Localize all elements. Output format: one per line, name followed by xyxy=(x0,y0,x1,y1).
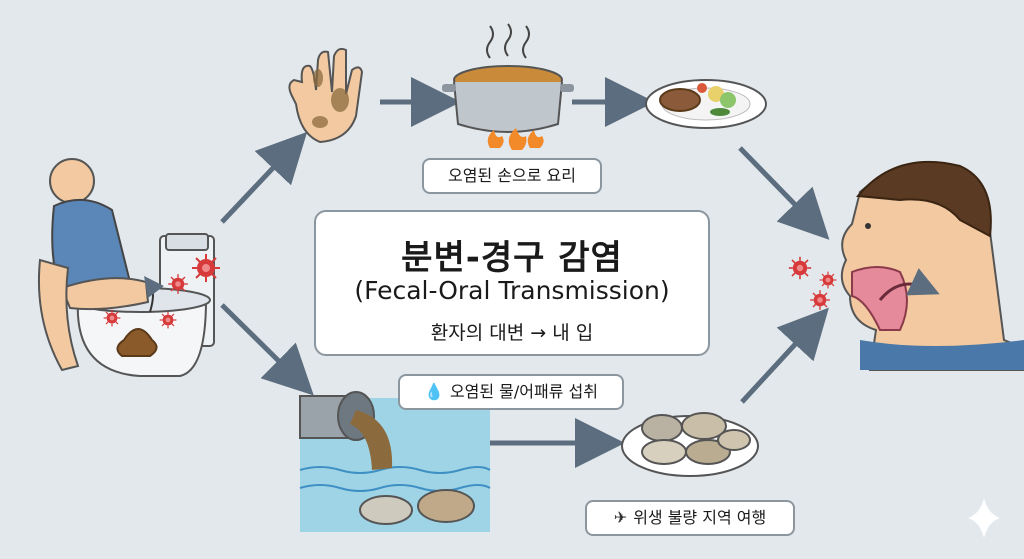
label-cooking-text: 오염된 손으로 요리 xyxy=(448,166,576,185)
person-on-toilet-illustration xyxy=(37,158,221,377)
arrow-toilet-to-hand xyxy=(220,131,308,224)
arrow-oysters-to-mouth xyxy=(740,307,829,404)
label-cooking: 오염된 손으로 요리 xyxy=(422,158,602,194)
diagram-description: 환자의 대변 → 내 입 xyxy=(430,322,594,344)
diagram-title: 분변-경구 감염 xyxy=(401,238,623,278)
plate-of-oysters-illustration xyxy=(621,412,759,477)
arrow-plate-to-mouth xyxy=(738,146,830,240)
label-water: 💧 오염된 물/어패류 섭취 xyxy=(398,374,624,410)
diagram-subtitle: (Fecal-Oral Transmission) xyxy=(354,276,670,305)
man-face-illustration xyxy=(787,160,1024,371)
center-title-box: 분변-경구 감염 (Fecal-Oral Transmission) 환자의 대… xyxy=(314,210,710,356)
flow-arrows xyxy=(220,77,830,468)
airplane-icon: ✈ xyxy=(613,508,628,527)
dirty-hand-illustration xyxy=(288,47,364,144)
water-drop-icon: 💧 xyxy=(424,382,444,401)
sewage-pipe-water-illustration xyxy=(299,391,491,532)
sparkle-icon xyxy=(968,498,1000,538)
label-water-text: 오염된 물/어패류 섭취 xyxy=(449,382,598,401)
label-travel-text: 위생 불량 지역 여행 xyxy=(633,508,767,527)
arrow-toilet-to-pipe xyxy=(220,303,314,396)
label-travel: ✈ 위생 불량 지역 여행 xyxy=(585,500,795,536)
plate-of-food-illustration xyxy=(645,79,767,129)
cooking-pot-illustration xyxy=(442,23,574,150)
